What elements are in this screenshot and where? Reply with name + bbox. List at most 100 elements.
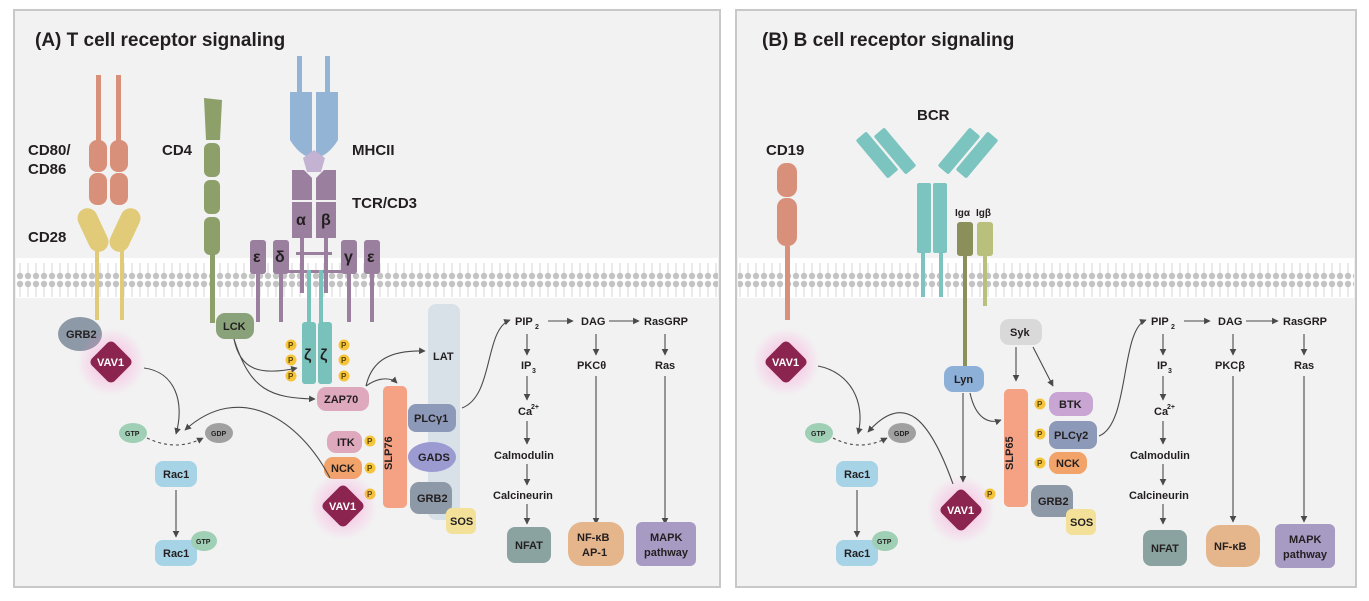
itk-node bbox=[327, 431, 362, 453]
cd3-gamma-label: γ bbox=[344, 249, 353, 266]
a-ip3-sub: 3 bbox=[532, 368, 536, 375]
lck-label: LCK bbox=[223, 321, 246, 333]
rac1-gtp-node bbox=[155, 540, 197, 566]
rac1-label: Rac1 bbox=[163, 469, 189, 481]
syk-label: Syk bbox=[1010, 327, 1030, 339]
gtp2-label: GTP bbox=[196, 539, 211, 546]
lck-node bbox=[216, 313, 254, 339]
b-sos-label: SOS bbox=[1070, 517, 1093, 529]
b-rac1-label: Rac1 bbox=[844, 469, 870, 481]
mhcii-molecule bbox=[290, 56, 338, 172]
b-nck-node bbox=[1049, 452, 1087, 474]
a-calcineurin-label: Calcineurin bbox=[493, 490, 553, 502]
b-calcineurin-label: Calcineurin bbox=[1129, 490, 1189, 502]
gtp-node bbox=[119, 423, 147, 443]
svg-text:P: P bbox=[367, 437, 373, 446]
cd28-label: CD28 bbox=[28, 229, 66, 246]
svg-text:P: P bbox=[341, 356, 347, 365]
a-calmodulin-label: Calmodulin bbox=[494, 450, 554, 462]
b-ip3-label: IP bbox=[1157, 360, 1167, 372]
a-ap1-label: AP-1 bbox=[582, 547, 607, 559]
b-pkc-label: PKCβ bbox=[1215, 360, 1245, 372]
rac1-gtp-label: Rac1 bbox=[163, 548, 189, 560]
tcr-alpha-label: α bbox=[296, 212, 306, 229]
a-dag-label: DAG bbox=[581, 316, 605, 328]
nck-label: NCK bbox=[331, 463, 355, 475]
b-vav1-top-node bbox=[765, 341, 807, 383]
svg-text:P: P bbox=[288, 356, 294, 365]
mhcii-label: MHCII bbox=[352, 142, 395, 159]
iga-igb bbox=[957, 222, 993, 366]
panel-b-title: (B) B cell receptor signaling bbox=[762, 30, 1014, 51]
svg-text:P: P bbox=[288, 341, 294, 350]
b-gtp2-node bbox=[872, 531, 898, 551]
a-nfkb-label: NF-κB bbox=[577, 532, 609, 544]
igb-label: Igβ bbox=[976, 208, 991, 219]
lat-label: LAT bbox=[433, 351, 454, 363]
cd4-label: CD4 bbox=[162, 142, 193, 159]
panel-b-pathway: PIP 2 DAG RasGRP IP 3 PKCβ Ras Ca 2+ Cal… bbox=[1129, 316, 1335, 568]
lyn-label: Lyn bbox=[954, 374, 973, 386]
b-pip2-label: PIP bbox=[1151, 316, 1169, 328]
a-ca-sup: 2+ bbox=[531, 404, 539, 411]
a-pkc-label: PKCθ bbox=[577, 360, 606, 372]
cd80-label: CD80/ bbox=[28, 142, 71, 159]
vav1-top-node bbox=[90, 341, 132, 383]
a-mapk-node bbox=[636, 522, 696, 566]
b-grb2-node bbox=[1031, 485, 1073, 517]
zeta2-label: ζ bbox=[320, 347, 328, 364]
tcr-cd3-label: TCR/CD3 bbox=[352, 195, 417, 212]
b-grb2-label: GRB2 bbox=[1038, 496, 1069, 508]
zeta-chains bbox=[302, 270, 332, 384]
b-ca-sup: 2+ bbox=[1167, 404, 1175, 411]
b-rac1-gtp-label: Rac1 bbox=[844, 548, 870, 560]
cd80-cd86-receptor bbox=[89, 75, 128, 205]
panel-a-title: (A) T cell receptor signaling bbox=[35, 30, 285, 51]
b-mapk-node bbox=[1275, 524, 1335, 568]
btk-label: BTK bbox=[1059, 399, 1082, 411]
b-rasgrp-label: RasGRP bbox=[1283, 316, 1327, 328]
a-nfkb-node bbox=[568, 522, 624, 566]
cd19-label: CD19 bbox=[766, 142, 804, 159]
slp65-node bbox=[1004, 389, 1028, 507]
b-gtp-node bbox=[805, 423, 833, 443]
cd86-label: CD86 bbox=[28, 161, 66, 178]
b-gdp-node bbox=[888, 423, 916, 443]
b-pip2-sub: 2 bbox=[1171, 324, 1175, 331]
svg-text:P: P bbox=[341, 341, 347, 350]
btk-node bbox=[1049, 392, 1093, 416]
b-calmodulin-label: Calmodulin bbox=[1130, 450, 1190, 462]
b-vav1-bottom-label: VAV1 bbox=[947, 505, 974, 517]
panel-b-arrows bbox=[817, 319, 1147, 538]
a-mapk-label: MAPK bbox=[650, 532, 682, 544]
cd3-delta-label: δ bbox=[275, 249, 285, 266]
b-ip3-sub: 3 bbox=[1168, 368, 1172, 375]
b-nfkb-node bbox=[1206, 525, 1260, 567]
gtp-label: GTP bbox=[125, 431, 140, 438]
cd19-receptor bbox=[777, 163, 797, 320]
a-pip2-sub: 2 bbox=[535, 324, 539, 331]
plcg1-label: PLCγ1 bbox=[414, 413, 448, 425]
b-gtp-label: GTP bbox=[811, 431, 826, 438]
vav1-bottom-label: VAV1 bbox=[329, 501, 356, 513]
iga-label: Igα bbox=[955, 208, 971, 219]
cd3-epsilon2-label: ε bbox=[367, 249, 375, 266]
panel-a-arrows bbox=[143, 319, 511, 538]
a-ca-label: Ca bbox=[518, 406, 533, 418]
svg-text:P: P bbox=[341, 372, 347, 381]
a-ip3-label: IP bbox=[521, 360, 531, 372]
sos-label: SOS bbox=[450, 516, 473, 528]
a-nfat-node bbox=[507, 527, 551, 563]
b-mapk-label: MAPK bbox=[1289, 534, 1321, 546]
tcr-beta-label: β bbox=[321, 212, 331, 229]
cd28-receptor bbox=[77, 208, 141, 320]
zap70-node bbox=[317, 387, 369, 411]
b-nfkb-label: NF-κB bbox=[1214, 541, 1246, 553]
cd4-receptor bbox=[204, 98, 222, 323]
sos-node bbox=[446, 508, 476, 534]
a-mapk-pathway-label: pathway bbox=[644, 547, 689, 559]
membrane-b bbox=[738, 258, 1354, 298]
bcr-receptor bbox=[856, 128, 998, 297]
